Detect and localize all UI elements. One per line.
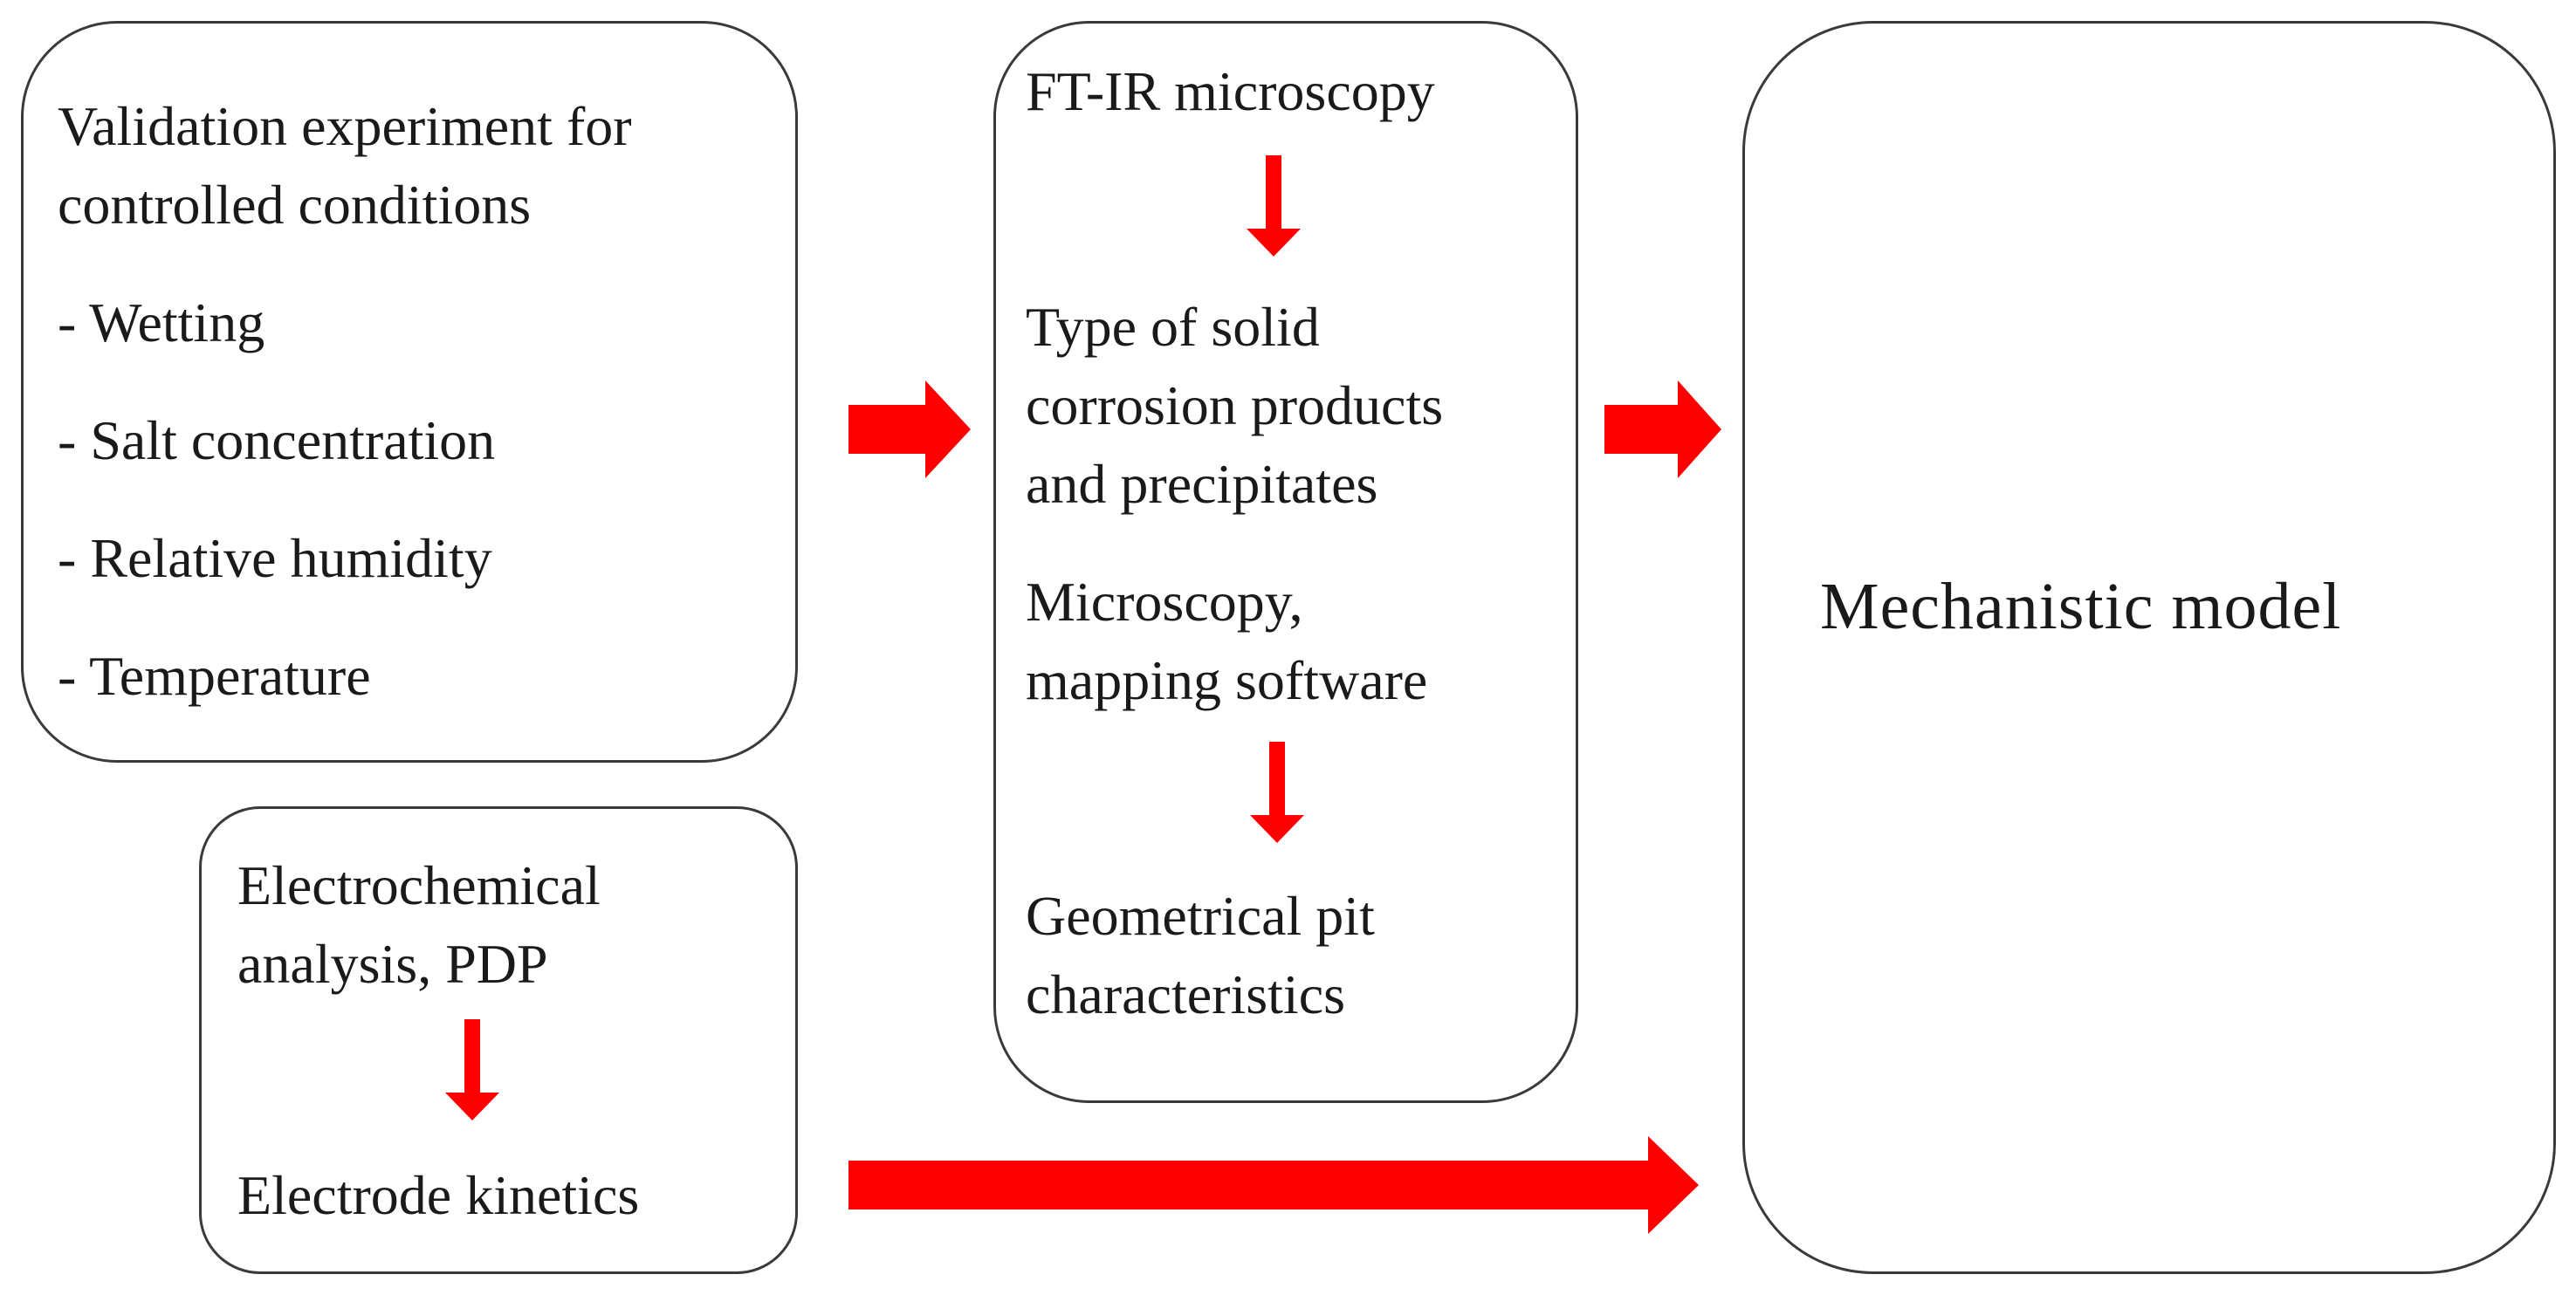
model-label: Mechanistic model — [1820, 570, 2342, 643]
validation-title-line2: controlled conditions — [58, 174, 532, 236]
validation-item-temperature: - Temperature — [58, 645, 371, 707]
validation-title-line1: Validation experiment for — [58, 95, 632, 157]
validation-box — [21, 21, 798, 763]
model-box — [1742, 21, 2556, 1274]
validation-item-wetting: - Wetting — [58, 291, 265, 353]
analysis-step-microscopy-line1: Microscopy, — [1026, 571, 1303, 633]
electrochem-result: Electrode kinetics — [237, 1164, 640, 1226]
right-arrow-validation-to-analysis — [848, 380, 971, 478]
electrochem-line2: analysis, PDP — [237, 933, 548, 995]
validation-item-humidity: - Relative humidity — [58, 527, 492, 589]
validation-item-salt: - Salt concentration — [58, 409, 496, 471]
analysis-step-type-line2: corrosion products — [1026, 374, 1444, 436]
analysis-step-type-line1: Type of solid — [1026, 296, 1320, 358]
analysis-step-ftir: FT-IR microscopy — [1026, 60, 1435, 122]
right-arrow-kinetics-to-model — [848, 1136, 1699, 1234]
analysis-step-pit-line2: characteristics — [1026, 963, 1345, 1025]
right-arrow-analysis-to-model — [1604, 380, 1721, 478]
analysis-step-pit-line1: Geometrical pit — [1026, 885, 1375, 947]
analysis-step-microscopy-line2: mapping software — [1026, 649, 1428, 711]
electrochem-line1: Electrochemical — [237, 854, 601, 916]
analysis-step-type-line3: and precipitates — [1026, 453, 1378, 515]
